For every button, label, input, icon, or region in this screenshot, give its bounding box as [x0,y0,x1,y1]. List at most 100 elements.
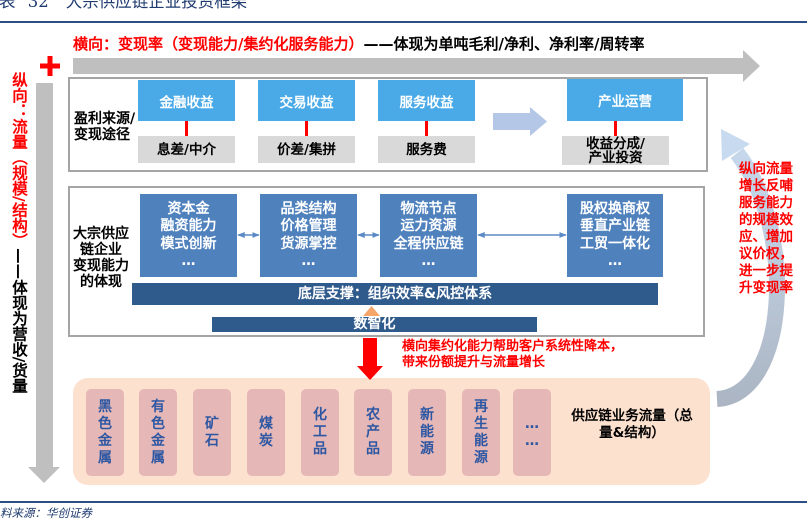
capability-line: 垂直产业链 [580,218,650,234]
transition-note: 横向集约化能力帮助客户系统性降本， 带来份额提升与流量增长 [402,339,623,371]
arrow-down-icon [28,83,60,483]
feedback-note-line: 进一步提 [739,263,793,279]
category-char: 能 [420,424,434,440]
business-flow-label-line: 量&结构） [599,425,665,441]
category-char: 化 [313,407,327,423]
category-char: 黑 [98,398,112,415]
category-char: 新 [420,407,434,423]
red-down-arrow-icon [357,338,383,380]
feedback-note-line: 升变现率 [739,280,793,296]
capability-label-line: 大宗供应 [73,226,129,242]
feedback-note-line: 应、增加 [739,229,793,245]
category-char: 工 [313,424,327,440]
detail-price-spread: 价差/集拼 [258,136,355,163]
capability-label: 大宗供应 链企业 变现能力 的体现 [72,226,130,290]
detail-service-fee: 服务费 [378,136,475,163]
source-note: 料来源：华创证券 [0,506,92,520]
source-industry-operation: 产业运营 [567,79,683,121]
capability-label-line: 链企业 [80,242,122,258]
capability-logistics: 物流节点 运力资源 全程供应链 … [380,194,477,277]
capability-line: 资本金 [167,200,210,217]
category-more: …… [513,389,551,476]
category-char: 品 [313,441,327,457]
category-nonferrous-metals: 有色金属 [139,389,177,476]
feedback-note-line: 增长反哺 [739,178,793,194]
capability-line: … [421,253,436,269]
capability-line: 融资能力 [160,218,217,234]
category-char: … [525,415,539,432]
capability-line: 工贸一体化 [580,235,650,252]
detail-line: 收益分成/ [586,135,645,152]
detail-line: 产业投资 [588,149,643,166]
source-trading-income: 交易收益 [258,80,355,121]
source-service-income: 服务收益 [378,80,475,121]
transition-note-line: 带来份额提升与流量增长 [402,355,546,370]
business-flow-label: 供应链业务流量（总 量&结构） [562,408,702,442]
capability-line: 运力资源 [400,218,457,234]
category-char: 能 [474,432,488,449]
capability-label-line: 变现能力 [73,258,129,274]
profit-source-label-line: 盈利来源/ [74,111,136,127]
capability-line: 品类结构 [280,200,337,217]
category-char: 色 [151,415,165,432]
category-char: 煤 [259,415,273,432]
category-char: 属 [151,449,165,466]
feedback-note-line: 议价权， [739,246,793,262]
category-char: 炭 [259,432,273,449]
business-flow-label-line: 供应链业务流量（总 [571,408,693,424]
bottom-rule [0,501,807,503]
capability-line: … [608,253,622,269]
capability-line: 物流节点 [400,200,457,217]
detail-line: 息差/中介 [157,141,216,158]
horizontal-axis-description: ——体现为单吨毛利/净利、净利率/周转率 [363,35,645,53]
profit-source-label: 盈利来源/ 变现途径 [74,111,135,143]
detail-revenue-share: 收益分成/ 产业投资 [562,136,669,165]
category-char: 生 [474,415,488,432]
top-rule [0,21,807,23]
category-ferrous-metals: 黑色金属 [86,389,124,476]
vertical-axis-label: 纵向：流量（规模/结构）——体现为营收/货量 [10,72,28,393]
horizontal-axis-label: 横向：变现率（变现能力/集约化服务能力）——体现为单吨毛利/净利、净利率/周转率 [73,35,644,53]
category-char: 品 [366,441,380,457]
plus-icon [40,56,60,76]
category-new-energy: 新能源 [408,389,446,476]
category-char: 矿 [205,415,219,432]
category-chemicals: 化工品 [301,389,339,476]
category-char: 源 [420,441,434,457]
capability-line: 货源掌控 [280,235,337,252]
transition-note-line: 横向集约化能力帮助客户系统性降本， [402,339,624,354]
category-renewable-energy: 再生能源 [462,389,500,476]
category-ore: 矿石 [193,389,231,476]
category-coal: 煤炭 [247,389,285,476]
category-char: … [525,432,539,449]
capability-line: … [181,253,196,269]
category-char: 金 [151,432,165,449]
capability-line: … [301,253,316,269]
category-char: 属 [98,449,112,466]
vertical-axis-description: ——体现为营收/货量 [10,248,28,394]
feedback-note-line: 纵向流量 [739,161,793,177]
category-char: 金 [98,432,112,449]
capability-capital-finance: 资本金 融资能力 模式创新 … [140,194,237,277]
base-support-bar: 底层支撑：组织效率&风控体系 [132,283,658,305]
category-char: 色 [98,415,112,432]
feedback-note-line: 服务能力 [739,195,793,211]
category-char: 石 [205,432,219,449]
category-char: 产 [366,424,380,440]
capability-line: 全程供应链 [393,235,464,252]
category-agricultural: 农产品 [354,389,392,476]
category-char: 再 [474,398,488,415]
digitalization-bar: 数智化 [212,317,537,332]
curved-arrow-up-icon-head [721,129,750,161]
detail-interest-spread: 息差/中介 [138,136,235,163]
capability-line: 股权换商权 [580,200,650,217]
figure-title-text: 大宗供应链企业投资框架 [65,0,248,11]
capability-vertical-integration: 股权换商权 垂直产业链 工贸一体化 … [567,194,663,277]
detail-line: 服务费 [406,141,447,158]
category-char: 有 [151,398,165,415]
feedback-note: 纵向流量 增长反哺 服务能力 的规模效 应、增加 议价权， 进一步提 升变现率 [739,161,793,297]
capability-category-pricing: 品类结构 价格管理 货源掌控 … [260,194,357,277]
capability-label-line: 的体现 [80,274,122,290]
